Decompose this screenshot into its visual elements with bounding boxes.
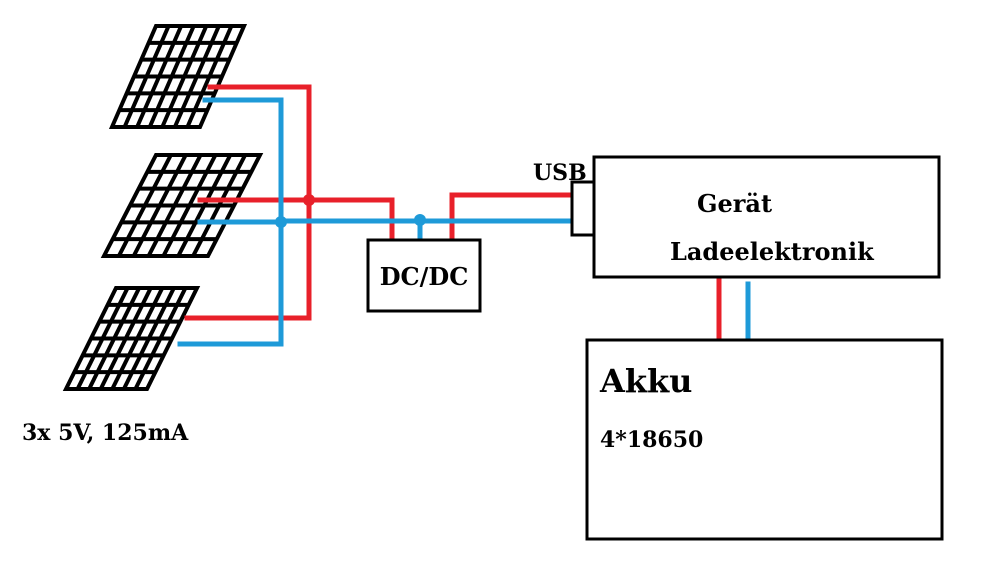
solar-panel-col-line	[122, 25, 171, 128]
red-wire-dcdc-to-usb	[449, 192, 575, 243]
solar-panel	[108, 24, 248, 129]
blue-junction-bus	[275, 216, 287, 228]
solar-panel-col-line	[191, 154, 247, 257]
solar-panel	[100, 153, 264, 258]
solar-panel-col-line	[146, 154, 203, 257]
charging-electronics-label: Ladeelektronik	[670, 237, 875, 266]
device-box	[592, 155, 941, 279]
solar-panel-col-line	[176, 154, 233, 257]
solar-panel-col-line	[185, 25, 234, 128]
solar-panel	[62, 286, 201, 391]
solar-panel-col-line	[131, 154, 188, 257]
solar-panel-col-line	[160, 25, 209, 128]
solar-panel-col-line	[135, 25, 183, 128]
solar-panels	[62, 24, 264, 391]
battery-title: Akku	[599, 362, 692, 400]
dcdc-converter-box	[366, 238, 482, 313]
solar-panel-col-line	[173, 25, 221, 128]
solar-panel-col-line	[117, 154, 173, 257]
solar-panel-col-line	[133, 287, 188, 390]
solar-panel-col-line	[147, 25, 196, 128]
device-label: Gerät	[697, 189, 772, 218]
panels-caption: 3x 5V, 125mA	[22, 420, 189, 446]
battery-box	[585, 338, 944, 541]
usb-port	[570, 180, 596, 237]
solar-panel-col-line	[98, 287, 153, 390]
battery-spec: 4*18650	[600, 427, 703, 453]
red-junction	[303, 194, 315, 206]
red-wire-to-dcdc	[306, 197, 395, 243]
dcdc-label: DC/DC	[380, 262, 469, 291]
solar-panel-col-line	[87, 287, 141, 390]
solar-panel-col-line	[161, 154, 218, 257]
solar-panel-col-line	[122, 287, 176, 390]
solar-panel-col-line	[110, 287, 165, 390]
usb-label: USB	[533, 160, 587, 186]
solar-panel-col-line	[75, 287, 130, 390]
blue-junction-dcdc	[414, 214, 426, 226]
